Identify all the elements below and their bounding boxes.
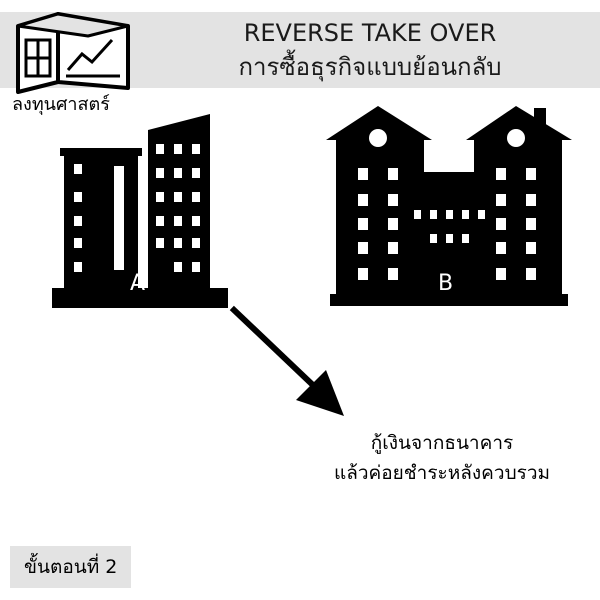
title-thai: การซื้อธุรกิจแบบย้อนกลับ xyxy=(238,53,502,81)
brand-name: ลงทุนศาสตร์ xyxy=(12,94,110,115)
building-b-icon xyxy=(326,106,572,306)
title-english: REVERSE TAKE OVER xyxy=(243,19,497,47)
building-a-label: A xyxy=(130,271,146,296)
down-right-arrow-icon xyxy=(229,305,344,416)
building-b-label: B xyxy=(438,271,454,296)
box-chart-logo-icon xyxy=(16,12,130,94)
step-badge: ขั้นตอนที่ 2 xyxy=(10,546,132,588)
description-line-2: แล้วค่อยชำระหลังควบรวม xyxy=(333,462,551,484)
building-a-icon xyxy=(52,114,228,308)
description-line-1: กู้เงินจากธนาคาร xyxy=(370,432,514,454)
